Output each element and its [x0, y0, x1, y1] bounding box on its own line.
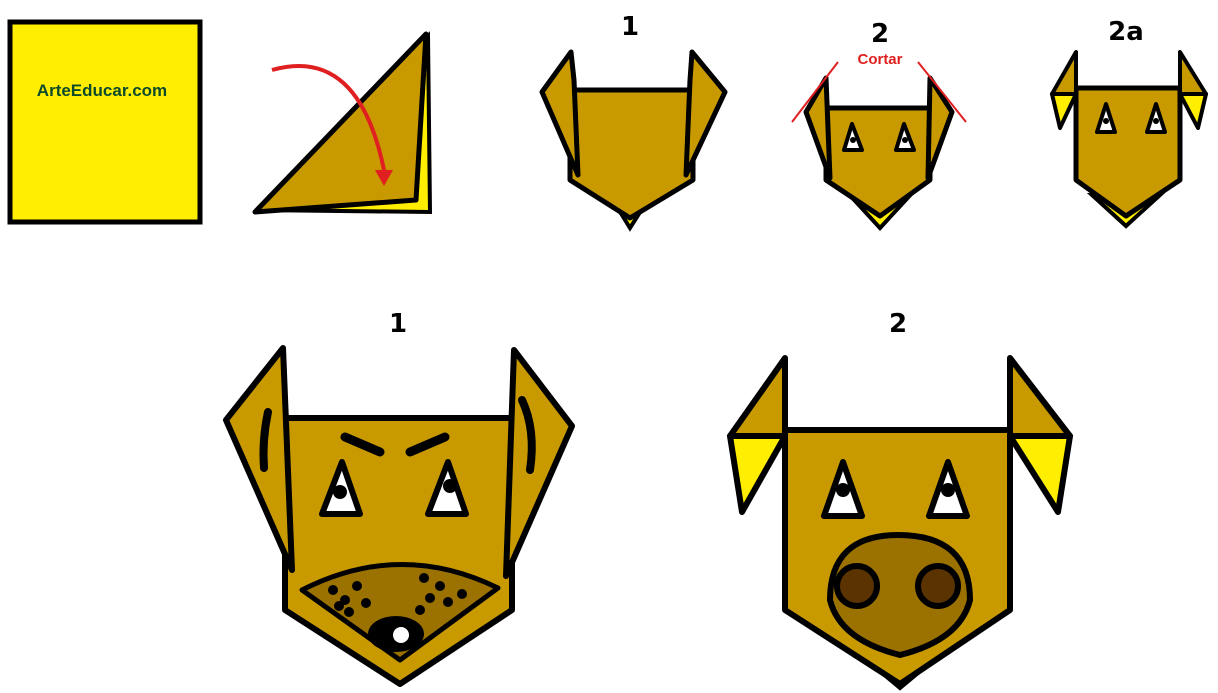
- square-paper: ArteEducar.com: [10, 22, 200, 222]
- dog-face-2: 2: [730, 309, 1070, 688]
- step-label-bottom-2: 2: [889, 309, 907, 339]
- step-2a-small: 2a: [1052, 17, 1206, 226]
- step-2-small: 2 Cortar: [792, 19, 966, 228]
- nostril-right: [918, 566, 958, 606]
- dog-face-1: 1: [226, 309, 572, 684]
- nostril-left: [837, 566, 877, 606]
- nose: [368, 616, 424, 652]
- folded-triangle: [255, 34, 430, 212]
- step-label-top-2a: 2a: [1108, 17, 1144, 47]
- step-label-top-2: 2: [871, 19, 889, 49]
- site-watermark: ArteEducar.com: [37, 81, 167, 100]
- cut-label: Cortar: [857, 51, 902, 68]
- step-label-bottom-1: 1: [389, 309, 407, 339]
- step-1-small: 1: [542, 12, 725, 228]
- step-label-top-1: 1: [621, 12, 639, 42]
